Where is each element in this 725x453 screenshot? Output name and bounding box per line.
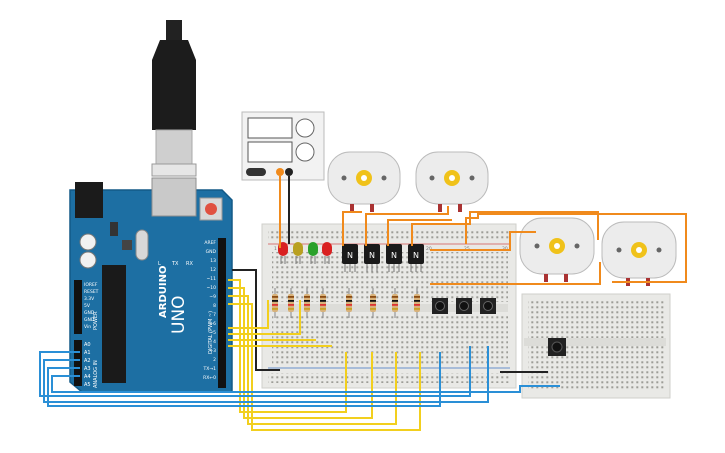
arduino-brand: ARDUINO (158, 266, 169, 318)
digital-pin-label: TX→1 (203, 366, 217, 372)
transistor-3: N (386, 244, 402, 272)
digital-pin-label: GND (206, 249, 217, 255)
dc-jack (75, 182, 103, 218)
power-section-label: POWER (93, 311, 99, 330)
transistor-4: N (408, 244, 424, 272)
resistor-4 (320, 288, 326, 318)
power-pin-label: 3.3V (84, 296, 95, 302)
power-pin-label: RESET (84, 289, 99, 295)
resistor-6 (370, 288, 376, 318)
column-number: 1 (274, 246, 277, 252)
motor-4 (601, 221, 677, 286)
digital-pin-label: AREF (204, 240, 216, 246)
breadboard-small (521, 293, 671, 399)
digital-pin-label: ~3 (209, 348, 216, 354)
analog-pin-label: A1 (84, 350, 91, 356)
resistors (272, 288, 420, 318)
usb-port (151, 177, 197, 217)
digital-pin-label: ~6 (209, 321, 216, 327)
led-label-l: L (158, 261, 161, 267)
reset-button[interactable] (205, 203, 217, 215)
digital-pin-label: ~11 (207, 276, 217, 282)
power-switch[interactable] (246, 168, 266, 176)
power-pin-label: IOREF (84, 282, 98, 288)
crystal (135, 229, 149, 261)
digital-pin-labels: AREF GND 13 12 ~11 ~10 ~9 8 7 ~6 ~5 4 ~3 2TX→1RX←0 (203, 240, 217, 381)
usb-cable (151, 20, 197, 177)
transistor-label: N (369, 251, 375, 260)
digital-pin-label: 12 (210, 267, 216, 273)
resistor-2 (288, 288, 294, 318)
resistor-5 (346, 288, 352, 318)
transistor-1: N (342, 244, 358, 272)
analog-section-label: ANALOG IN (93, 360, 99, 388)
current-knob[interactable] (295, 142, 315, 162)
digital-pin-label: 8 (213, 303, 216, 309)
pushbutton-3[interactable] (480, 298, 496, 314)
digital-pin-label: 7 (213, 312, 216, 318)
resistor-1 (272, 288, 278, 318)
led-label-tx: TX (171, 261, 179, 267)
transistor-label: N (347, 251, 353, 260)
capacitor-1 (79, 233, 97, 251)
power-header (74, 280, 82, 334)
analog-pin-label: A4 (84, 374, 91, 380)
column-number: 20 (426, 246, 432, 252)
led-green-1 (308, 242, 318, 264)
transistor-label: N (391, 251, 397, 260)
arduino-model: UNO (169, 295, 189, 334)
voltage-knob[interactable] (295, 118, 315, 138)
transistor-2: N (364, 244, 380, 272)
wires-blue (39, 346, 560, 407)
atmega-chip (102, 265, 126, 383)
resistor-7 (392, 288, 398, 318)
digital-pin-label: RX←0 (203, 375, 216, 381)
motor-1 (327, 151, 401, 212)
analog-pin-label: A0 (84, 342, 91, 348)
arduino-board: ARDUINO UNO POWER ANALOG IN DIGITAL (PWM… (69, 177, 233, 393)
led-yellow (293, 242, 303, 264)
motor-3 (519, 217, 595, 282)
motor-2 (415, 151, 489, 212)
analog-pin-label: A5 (84, 382, 91, 388)
pushbutton-2[interactable] (456, 298, 472, 314)
digital-section-label: DIGITAL (PWM ~) (208, 311, 214, 354)
analog-header (74, 340, 82, 386)
digital-pin-label: ~9 (209, 294, 216, 300)
digital-pin-label: ~10 (207, 285, 217, 291)
capacitor-2 (79, 251, 97, 269)
resistor-3 (304, 288, 310, 318)
analog-pin-label: A3 (84, 366, 91, 372)
digital-header (218, 238, 226, 388)
transistor-label: N (413, 251, 419, 260)
pushbutton-1[interactable] (432, 298, 448, 314)
wires-black (232, 176, 548, 373)
power-supply (241, 111, 325, 181)
digital-pin-label: 13 (210, 258, 216, 264)
digital-pin-label: 2 (213, 357, 216, 363)
wires-orange (279, 176, 687, 285)
led-label-rx: RX (186, 261, 193, 267)
resistor-8 (414, 288, 420, 318)
power-pin-label: 5V (84, 303, 91, 309)
analog-pin-label: A2 (84, 358, 91, 364)
digital-pin-label: ~5 (209, 330, 216, 336)
power-pin-label: Vin (84, 324, 91, 330)
led-red-2 (322, 242, 332, 264)
power-pin-label: GND (84, 310, 95, 316)
power-pin-label: GND (84, 317, 95, 323)
digital-pin-label: 4 (213, 339, 216, 345)
